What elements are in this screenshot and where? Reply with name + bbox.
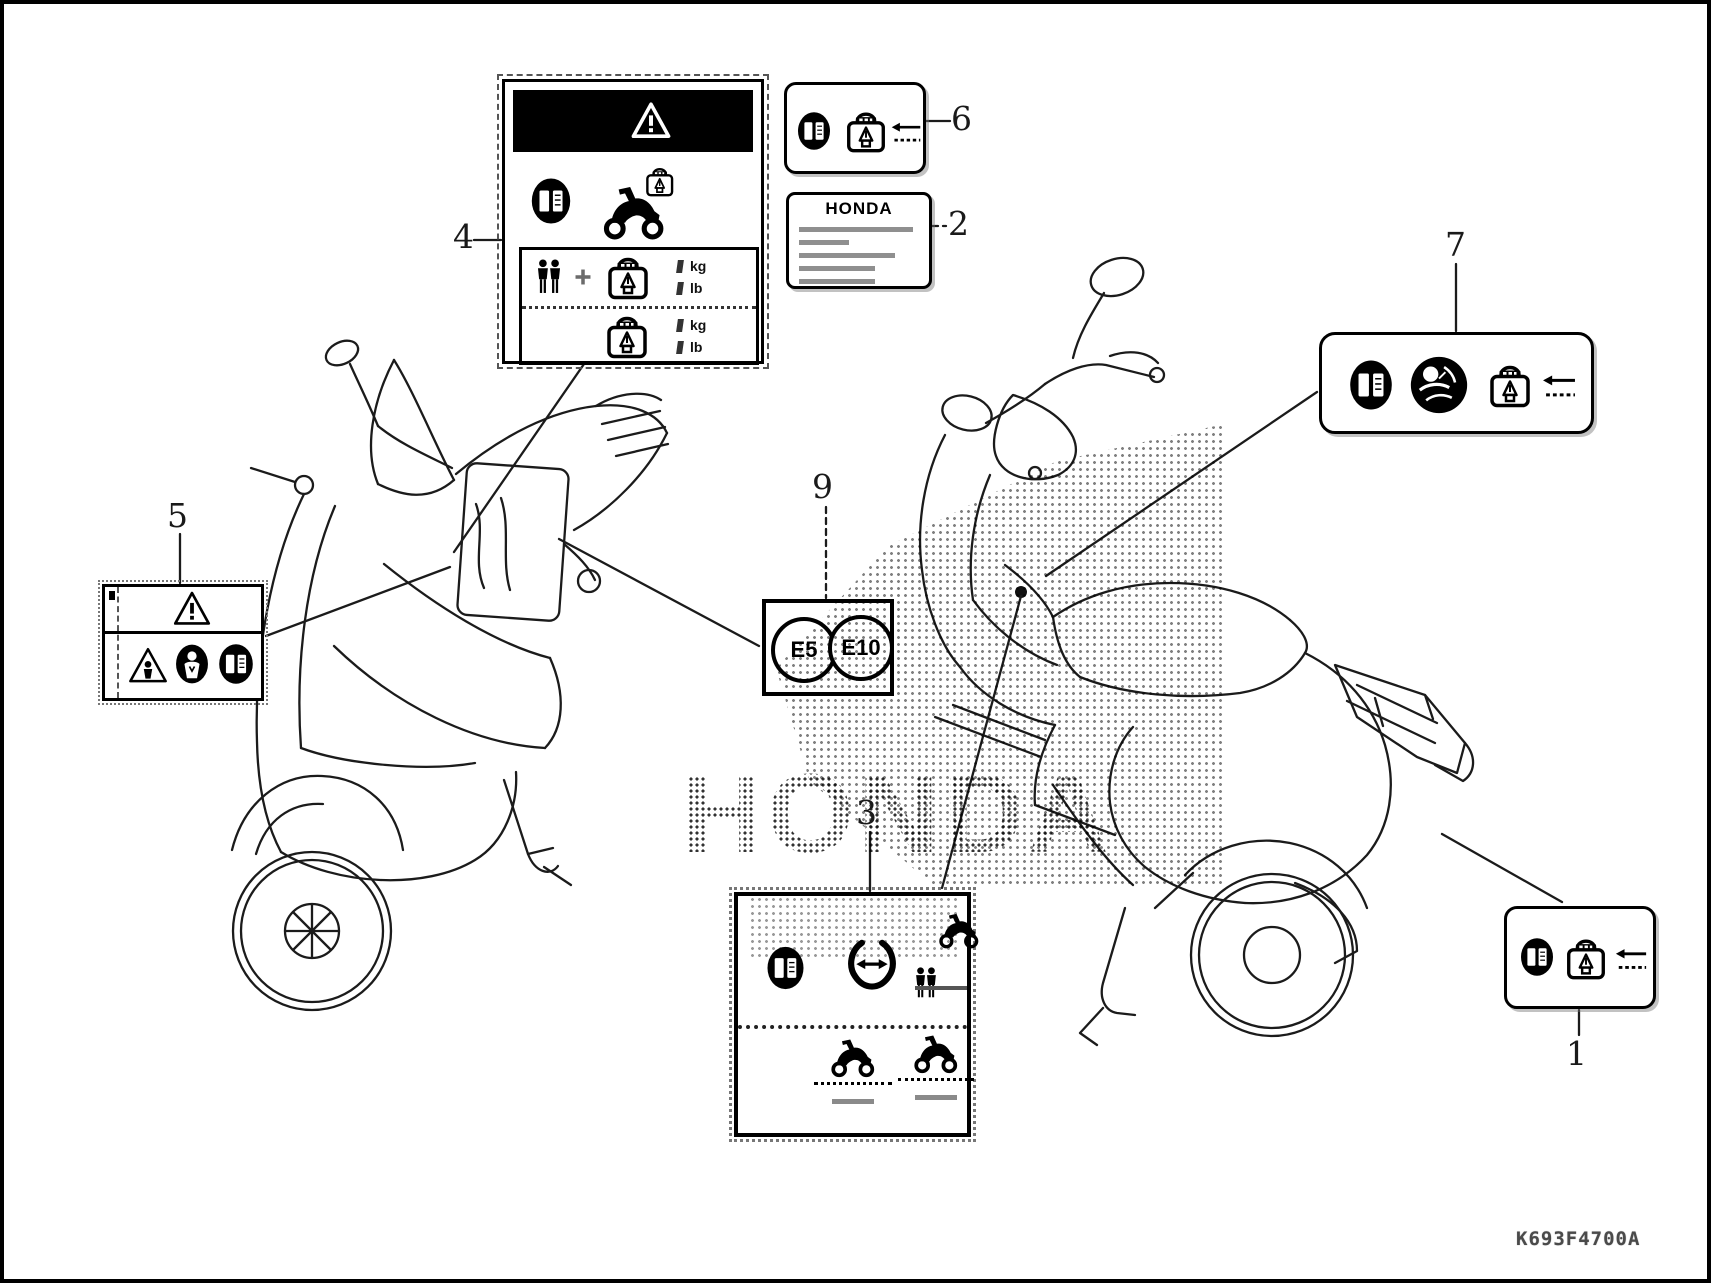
dotted-underline <box>814 1079 892 1085</box>
honda-logo-text: HONDA <box>825 199 893 218</box>
illegible-mark <box>676 259 684 273</box>
warning-triangle-icon <box>631 99 671 143</box>
arrow-left-icon <box>1613 937 1649 985</box>
owners-manual-icon <box>215 633 257 695</box>
load-limit-table: kg lb kg lb <box>519 247 759 365</box>
motorcycle-with-luggage-icon <box>597 164 685 242</box>
unit-kg: kg <box>690 258 707 274</box>
callout-number-2: 2 <box>948 204 969 243</box>
row-divider <box>738 1025 967 1029</box>
caution-label-accessories-rear <box>1504 906 1656 1009</box>
callout-number-7: 7 <box>1445 225 1466 264</box>
plus-icon <box>572 266 594 288</box>
label3-top-row <box>738 896 967 1025</box>
tire-icon <box>1407 347 1471 423</box>
callout-number-1: 1 <box>1566 1034 1587 1073</box>
leader-line-4 <box>452 362 586 554</box>
warning-label-front <box>98 580 268 705</box>
owners-manual-icon <box>763 938 808 998</box>
diagram-code: K693F4700A <box>1516 1228 1641 1250</box>
callout-number-4: 4 <box>453 217 474 256</box>
left-scooter-drawing <box>230 339 670 1012</box>
motorcycle-icon <box>822 1033 884 1079</box>
value-dash <box>915 1095 957 1100</box>
illegible-mark <box>676 340 684 354</box>
caution-label-loading: kg lb kg lb <box>497 74 769 369</box>
motorcycle-icon <box>938 900 980 958</box>
luggage-container-icon <box>602 252 654 302</box>
rear-tire-block <box>898 1029 974 1100</box>
owners-manual-icon <box>1517 925 1557 989</box>
arrow-left-icon <box>1540 363 1578 413</box>
unit-lb: lb <box>690 280 703 296</box>
fuel-type-label: E5 E10 <box>762 599 894 696</box>
luggage-container-icon <box>600 311 654 361</box>
leader-line-1 <box>1440 832 1564 904</box>
dashed-edge <box>117 587 119 698</box>
front-tire-block <box>814 1033 892 1104</box>
illegible-mark <box>676 318 684 332</box>
callout-number-6: 6 <box>951 99 972 138</box>
label3-bottom-row <box>738 1029 974 1133</box>
callout-number-9: 9 <box>812 467 833 506</box>
owners-manual-icon <box>527 168 575 234</box>
rider-load-row: kg lb <box>522 250 756 303</box>
text-line <box>799 253 895 258</box>
leader-line-5 <box>264 565 452 638</box>
text-line <box>799 227 913 232</box>
leader-line-9 <box>557 537 761 648</box>
text-line <box>799 266 875 271</box>
illegible-mark <box>676 281 684 295</box>
tire-pressure-label <box>729 887 974 1142</box>
value-dash <box>832 1099 874 1104</box>
rider-oval-icon <box>171 633 213 695</box>
rider-passenger-icon <box>530 253 568 301</box>
luggage-container-icon <box>1562 927 1610 989</box>
warning-triangle-icon <box>173 590 211 628</box>
warning-figure-triangle-icon <box>127 637 169 695</box>
unit-kg: kg <box>690 317 707 333</box>
caution-label-accessories-front <box>784 82 926 174</box>
warning-header-band <box>513 90 753 152</box>
text-line <box>799 279 875 284</box>
luggage-container-icon <box>842 102 890 160</box>
honda-watermark: HONDA <box>682 758 1202 893</box>
text-line <box>799 240 849 245</box>
luggage-container-icon <box>1485 354 1535 416</box>
honda-information-label: HONDA <box>786 192 932 289</box>
leader-line-7 <box>1044 390 1319 578</box>
sub-divider <box>915 986 967 990</box>
owners-manual-icon <box>794 99 834 163</box>
callout-number-3: 3 <box>856 793 877 832</box>
unit-lb: lb <box>690 339 703 355</box>
owners-manual-icon <box>1345 347 1397 423</box>
dotted-underline <box>898 1075 974 1081</box>
fuel-e10-circle: E10 <box>828 615 894 681</box>
motorcycle-icon <box>905 1029 967 1075</box>
callout-number-5: 5 <box>167 496 188 535</box>
arrow-left-icon <box>889 111 923 157</box>
registration-mark <box>109 591 115 600</box>
tire-section-icon <box>844 926 900 1000</box>
luggage-load-row: kg lb <box>522 306 756 362</box>
label5-top-row <box>105 587 261 634</box>
tire-information-label <box>1319 332 1594 434</box>
